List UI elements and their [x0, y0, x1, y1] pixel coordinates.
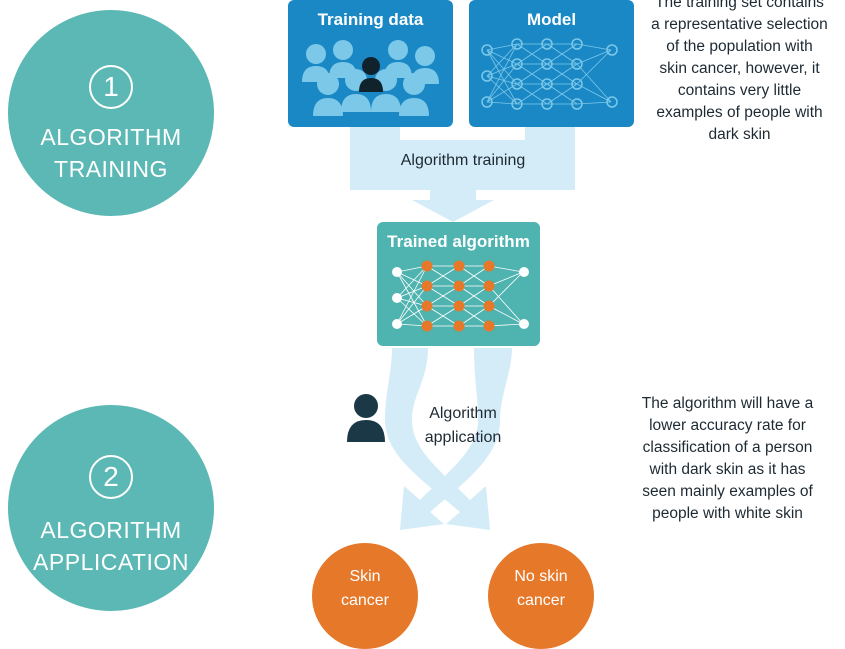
training-set-note-line: a representative selection: [651, 16, 828, 33]
step-1-label-line2: TRAINING: [54, 156, 168, 182]
algorithm-application-line1: Algorithm: [429, 405, 497, 422]
accuracy-note-line: with dark skin as it has: [649, 461, 806, 478]
skin-cancer-line1: Skin: [349, 568, 381, 585]
training-set-note-line: The training set contains: [655, 0, 824, 11]
training-set-note: The training set contains a representati…: [632, 0, 845, 146]
step-2-label-line1: ALGORITHM: [40, 517, 182, 543]
no-skin-cancer-outcome: No skin cancer: [488, 543, 594, 649]
step-1-circle: 1 ALGORITHM TRAINING: [8, 10, 214, 216]
model-box: Model: [469, 0, 634, 127]
step-2-number: 2: [89, 455, 133, 499]
trained-algorithm-box: Trained algorithm: [377, 222, 540, 346]
no-skin-cancer-line1: No skin: [514, 568, 568, 585]
training-set-note-line: of the population with: [666, 38, 813, 55]
algorithm-application-label: Algorithm application: [408, 402, 518, 450]
application-stream-right: [400, 348, 512, 530]
no-skin-cancer-line2: cancer: [516, 592, 566, 609]
neural-network-icon: [481, 38, 618, 110]
model-title: Model: [526, 10, 577, 29]
training-data-title: Training data: [317, 10, 424, 29]
algorithm-training-label: Algorithm training: [400, 152, 526, 169]
training-merge-band: [350, 140, 575, 190]
training-set-note-line: skin cancer, however, it: [659, 60, 820, 77]
accuracy-note-line: people with white skin: [652, 505, 803, 522]
training-set-note-line: dark skin: [708, 126, 771, 143]
accuracy-note-line: lower accuracy rate for: [649, 417, 806, 434]
training-data-box: Training data: [288, 0, 453, 127]
skin-cancer-outcome: Skin cancer: [312, 543, 418, 649]
step-2-label-line2: APPLICATION: [33, 549, 189, 575]
skin-cancer-line2: cancer: [340, 592, 390, 609]
flow-arrows: [350, 125, 575, 530]
accuracy-note-line: seen mainly examples of: [642, 483, 813, 500]
algorithm-application-line2: application: [424, 429, 502, 446]
training-set-note-line: examples of people with: [656, 104, 823, 121]
step-2-circle: 2 ALGORITHM APPLICATION: [8, 405, 214, 611]
training-set-note-line: contains very little: [677, 82, 802, 99]
accuracy-note-line: classification of a person: [642, 439, 813, 456]
accuracy-note-line: The algorithm will have a: [641, 395, 814, 412]
trained-neural-network-icon: [392, 260, 529, 332]
accuracy-note: The algorithm will have a lower accuracy…: [625, 393, 830, 525]
application-stream-left: [385, 348, 490, 530]
trained-algorithm-title: Trained algorithm: [387, 232, 530, 251]
training-down-stem: [430, 188, 476, 202]
person-icon: [347, 394, 385, 442]
step-1-number: 1: [89, 65, 133, 109]
people-crowd-icon: [302, 40, 439, 116]
training-arrowhead: [412, 200, 494, 222]
step-1-label-line1: ALGORITHM: [40, 124, 182, 150]
